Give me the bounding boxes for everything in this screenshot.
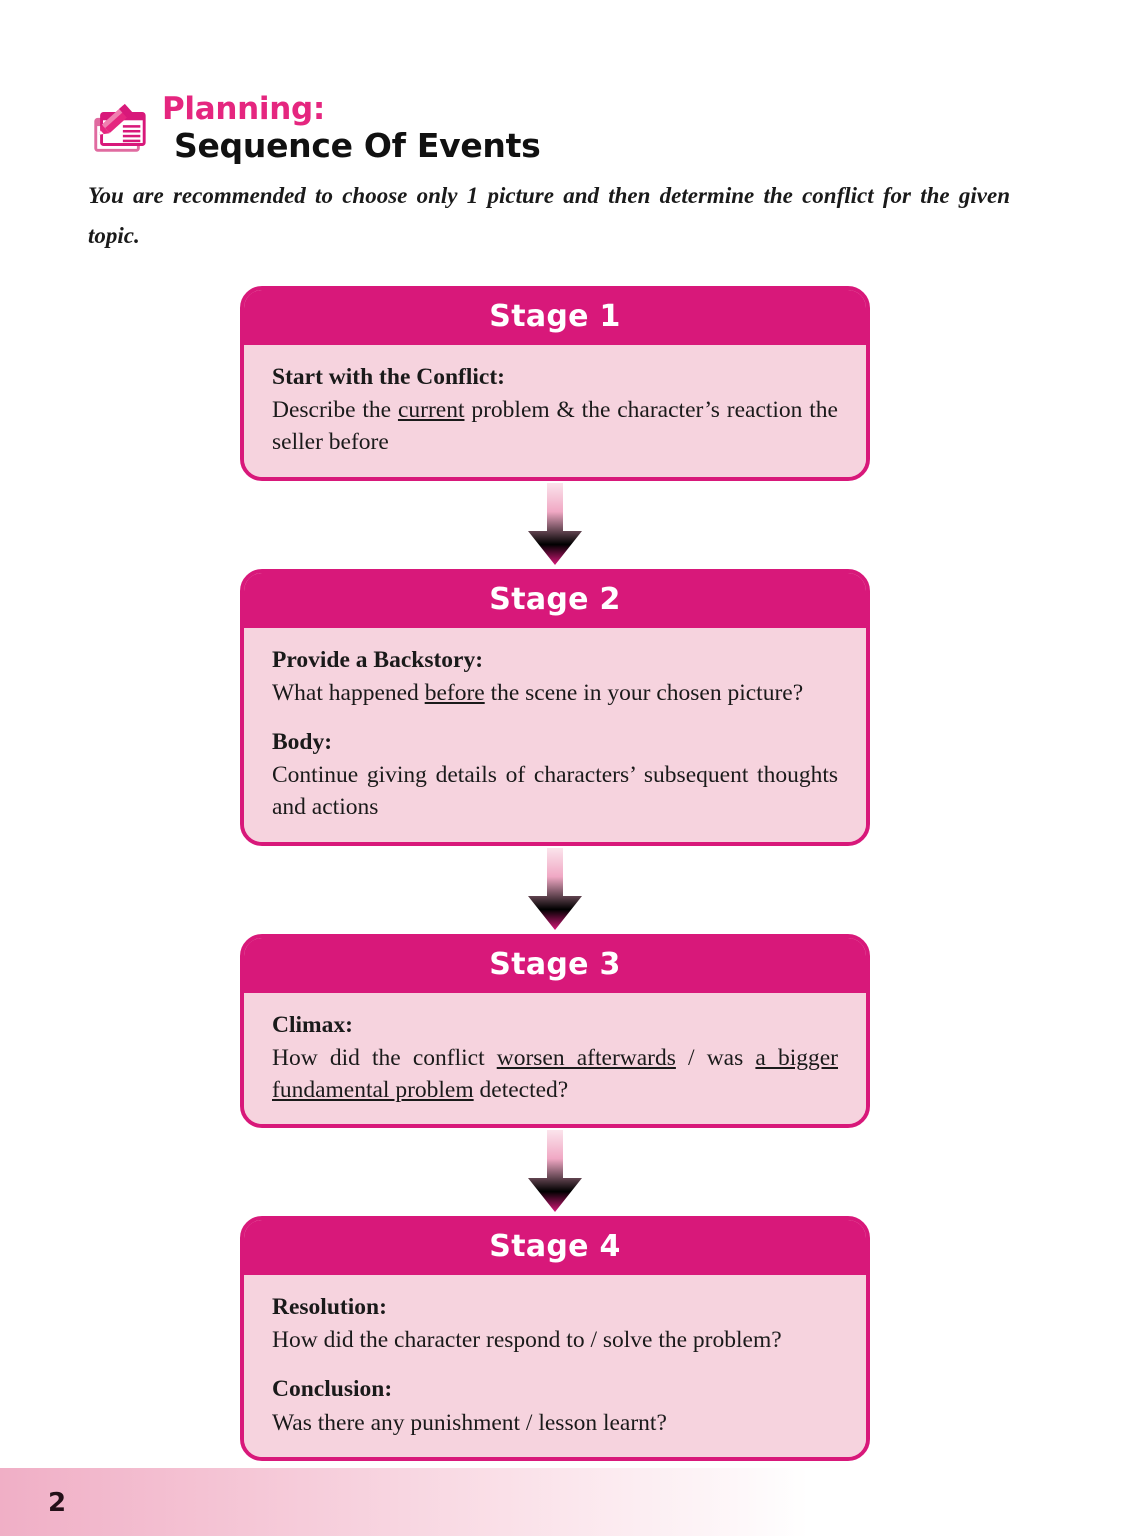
text-run: Was there any punishment / lesson learnt… [272,1409,667,1436]
stage-card: Stage 1 Start with the Conflict: Describe … [240,286,870,481]
text-run: How did the conflict [272,1044,497,1071]
stage-section-text: Continue giving details of characters’ s… [272,759,838,823]
page-number: 2 [48,1488,67,1518]
stage-section-label: Conclusion: [272,1376,393,1403]
stage-section: Start with the Conflict: Describe the cur… [272,361,838,459]
text-run: detected? [473,1076,569,1103]
stage-heading: Stage 1 [244,290,866,345]
stage-section-text: Describe the current problem & the chara… [272,394,838,458]
stage-heading: Stage 3 [244,937,866,993]
intro-paragraph: You are recommended to choose only 1 pic… [88,183,1010,249]
stage-section-text: Was there any punishment / lesson learnt… [272,1407,838,1439]
text-run: Continue giving details of characters’ s… [272,762,838,821]
stage-section: Conclusion: Was there any punishment / le… [272,1373,838,1438]
down-arrow-icon [240,481,870,569]
stage-section: Climax: How did the conflict worsen after… [272,1009,838,1107]
down-arrow-icon [240,1128,870,1216]
stage-section-label: Climax: [272,1011,353,1038]
stage-card: Stage 3 Climax: How did the conflict worse… [240,933,870,1129]
stage-section-label: Resolution: [272,1294,387,1321]
emphasis-underline: current [397,397,465,424]
stage-section: Body: Continue giving details of characte… [272,726,838,824]
text-run: problem & the character’s reaction the s… [272,397,838,456]
text-run: / was [675,1044,756,1071]
stage-heading: Stage 4 [244,1220,866,1276]
header-eyebrow: Planning: [162,91,325,127]
stage-body: Climax: How did the conflict worsen after… [244,992,866,1125]
page-header: Planning: Sequence Of Events [88,91,541,165]
footer-bar: 2 [0,1468,1123,1536]
stage-section-text: What happened before the scene in your c… [272,677,838,709]
stage-body: Start with the Conflict: Describe the cur… [244,345,866,477]
down-arrow-icon [240,846,870,934]
text-run: the scene in your chosen picture? [484,679,804,706]
page-title: Sequence Of Events [174,125,541,165]
stage-flow: Stage 1 Start with the Conflict: Describe … [240,286,870,1461]
stage-heading: Stage 2 [244,572,866,628]
stage-card: Stage 4 Resolution: How did the character … [240,1216,870,1461]
stage-section-label: Provide a Backstory: [272,646,484,673]
stage-body: Resolution: How did the character respond… [244,1275,866,1457]
emphasis-underline: before [424,679,485,706]
stage-card: Stage 2 Provide a Backstory: What happened… [240,568,870,846]
stage-section-text: How did the character respond to / solve… [272,1324,838,1356]
pencil-on-documents-icon [88,98,150,160]
emphasis-underline: worsen afterwards [496,1044,676,1071]
stage-section-label: Start with the Conflict: [272,364,506,390]
emphasis-underline: a bigger fundamental problem [272,1044,838,1103]
stage-section: Provide a Backstory: What happened before… [272,644,838,709]
stage-section-text: How did the conflict worsen afterwards /… [272,1042,838,1106]
text-run: How did the character respond to / solve… [272,1327,782,1354]
stage-body: Provide a Backstory: What happened before… [244,627,866,842]
stage-section: Resolution: How did the character respond… [272,1291,838,1356]
text-run: Describe the [272,397,398,424]
stage-section-label: Body: [272,728,333,755]
header-title-block: Planning: Sequence Of Events [162,91,541,165]
text-run: What happened [272,679,425,706]
